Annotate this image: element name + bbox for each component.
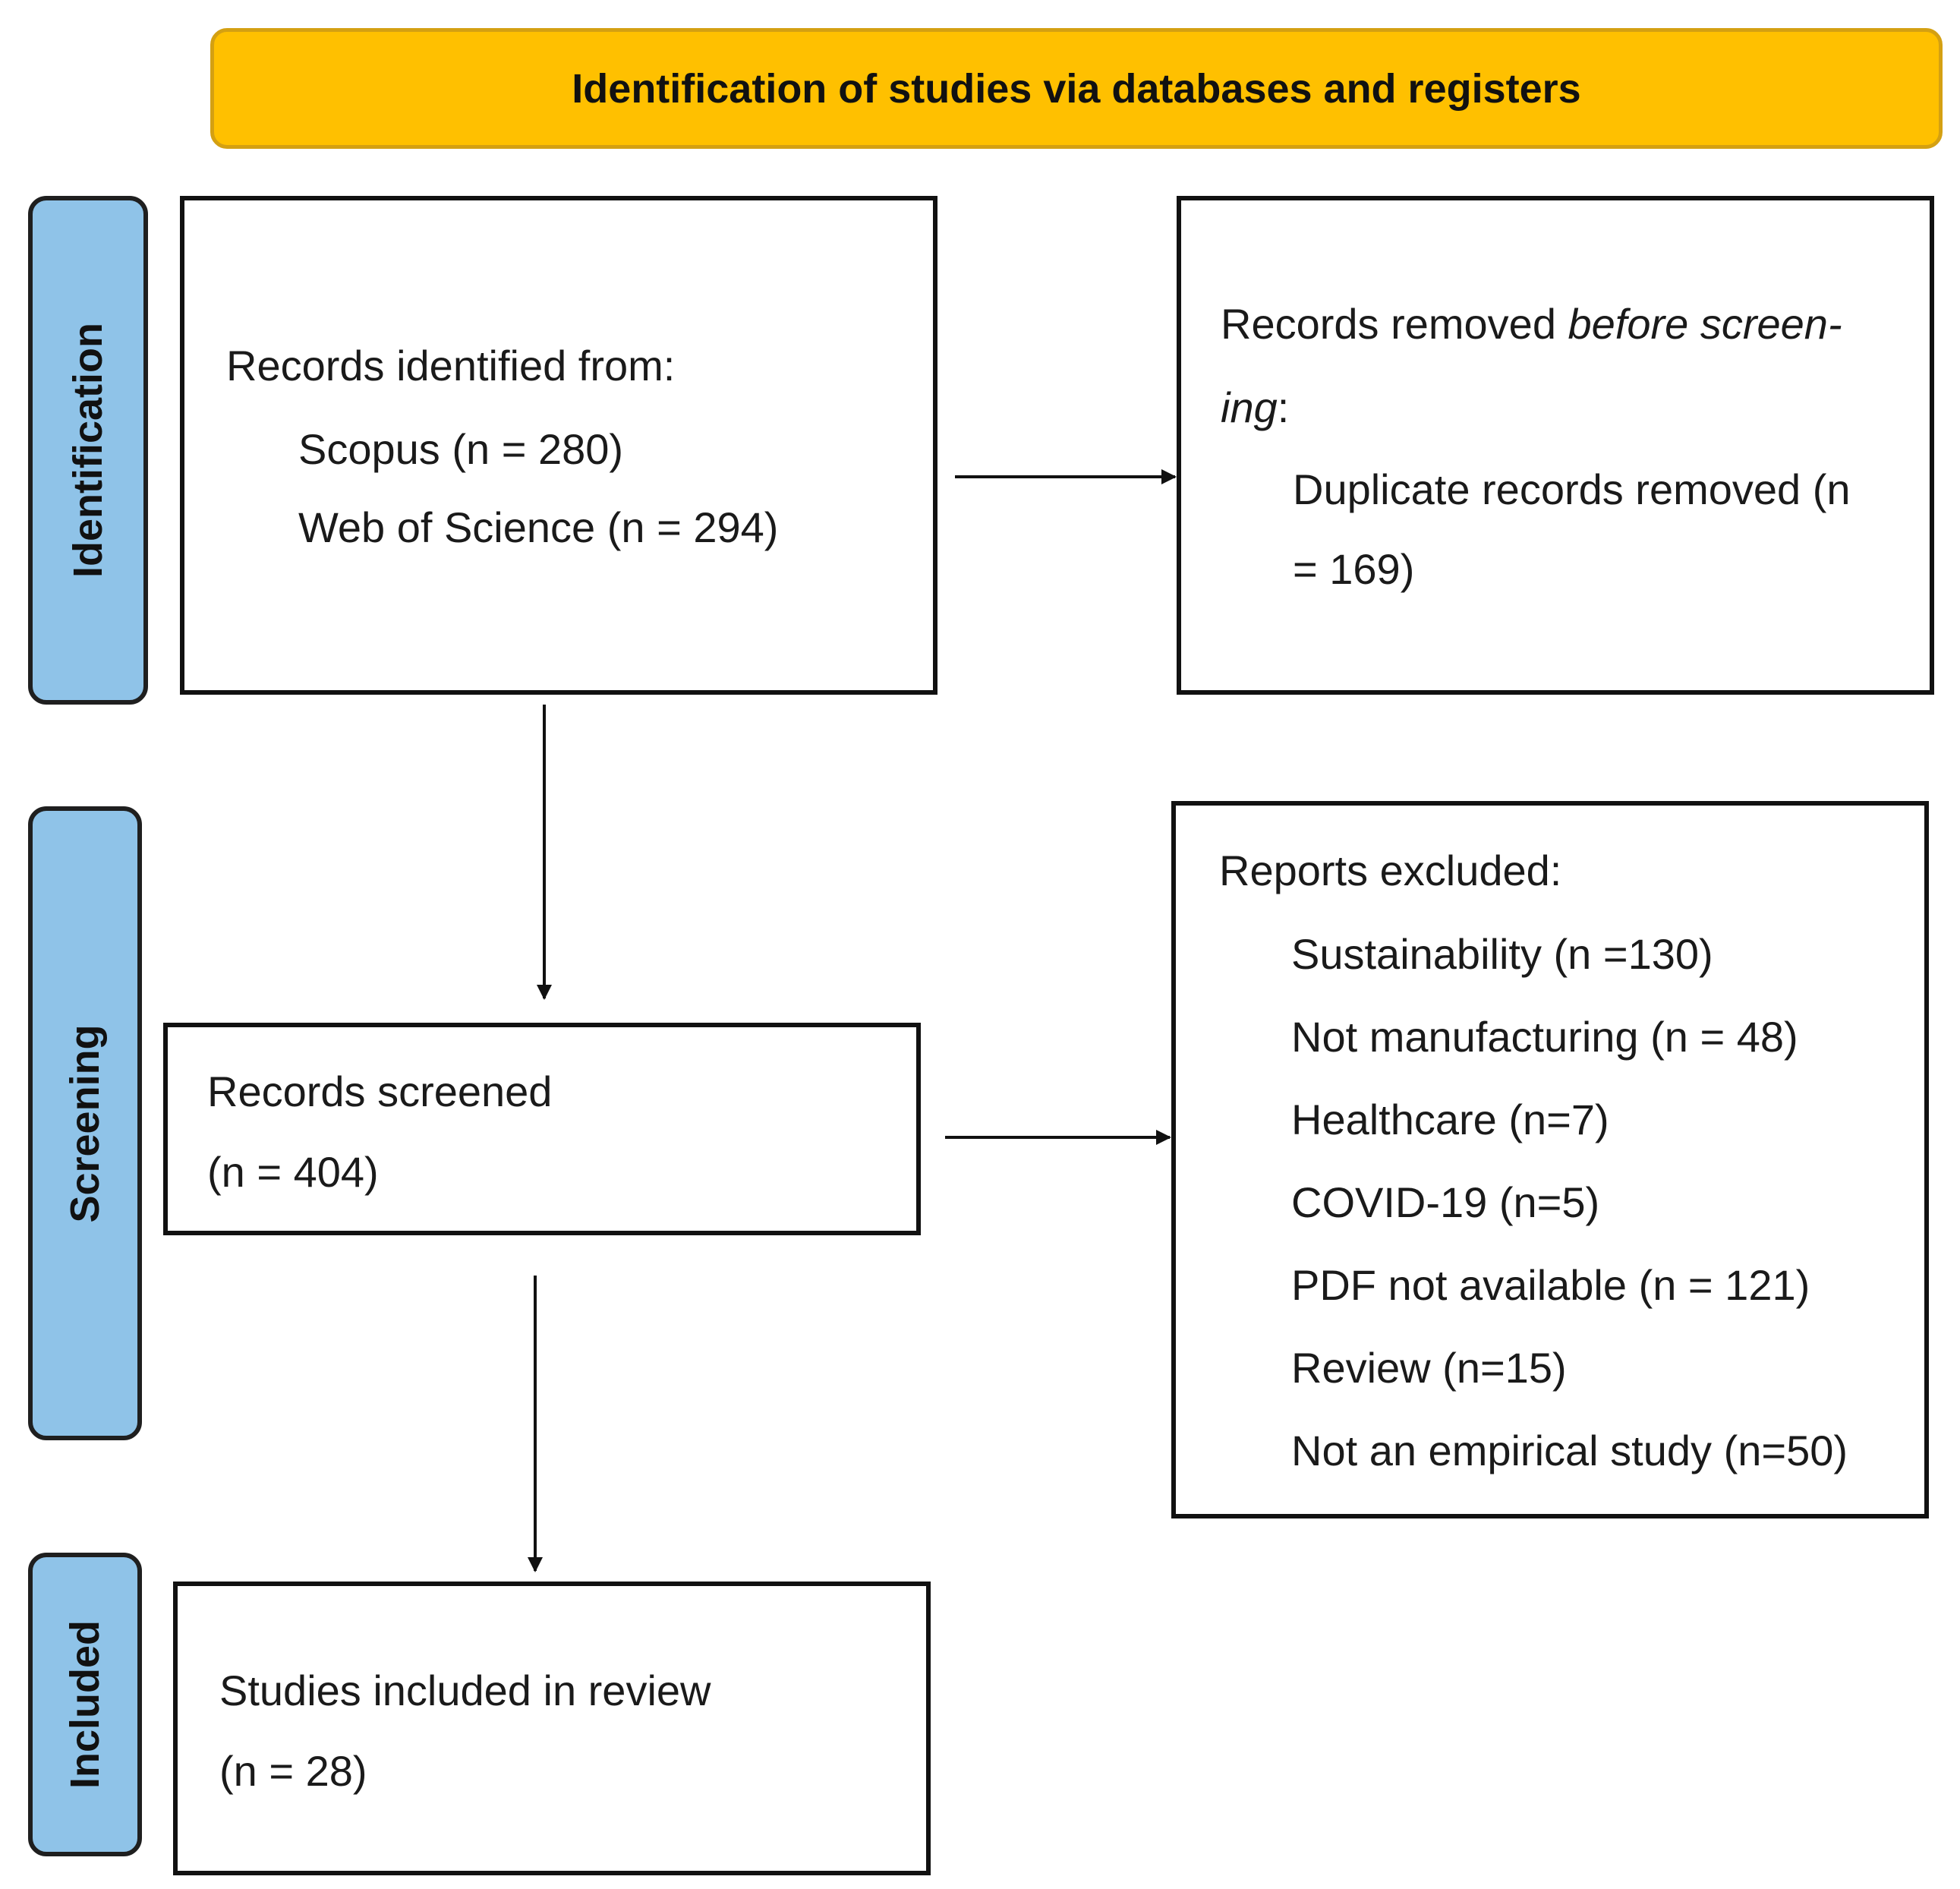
wos-count: Web of Science (n = 294): [298, 503, 779, 551]
excluded-item: Not an empirical study (n=50): [1291, 1427, 1848, 1474]
header-title: Identification of studies via databases …: [572, 65, 1581, 112]
phase-screening: Screening: [28, 806, 142, 1440]
reports-excluded-box: Reports excluded: Sustainability (n =130…: [1171, 801, 1929, 1518]
phase-included: Included: [28, 1553, 142, 1856]
studies-included-label: Studies included in review: [219, 1667, 711, 1714]
records-screened-box: Records screened (n = 404): [163, 1023, 921, 1235]
studies-included-box: Studies included in review (n = 28): [173, 1582, 931, 1875]
scopus-count: Scopus (n = 280): [298, 425, 624, 473]
records-removed-line2: ing:: [1221, 383, 1290, 431]
records-removed-line1: Records removed before screen-: [1221, 300, 1842, 348]
phase-identification: Identification: [28, 196, 148, 705]
excluded-item: Not manufacturing (n = 48): [1291, 1013, 1798, 1061]
excluded-item: Review (n=15): [1291, 1344, 1567, 1392]
excluded-item: COVID-19 (n=5): [1291, 1178, 1600, 1226]
records-screened-label: Records screened: [207, 1067, 553, 1115]
studies-included-count: (n = 28): [219, 1747, 367, 1795]
duplicates-line1: Duplicate records removed (n: [1293, 465, 1851, 513]
records-identified-heading: Records identified from:: [226, 342, 676, 389]
excluded-item: PDF not available (n = 121): [1291, 1261, 1810, 1309]
excluded-item: Healthcare (n=7): [1291, 1096, 1609, 1143]
duplicates-line2: = 169): [1293, 545, 1415, 593]
records-removed-box: Records removed before screen- ing: Dupl…: [1177, 196, 1934, 695]
excluded-item: Sustainability (n =130): [1291, 930, 1713, 978]
header-banner: Identification of studies via databases …: [210, 28, 1943, 149]
records-identified-box: Records identified from: Scopus (n = 280…: [180, 196, 937, 695]
records-screened-count: (n = 404): [207, 1148, 379, 1196]
reports-excluded-heading: Reports excluded:: [1219, 847, 1562, 894]
